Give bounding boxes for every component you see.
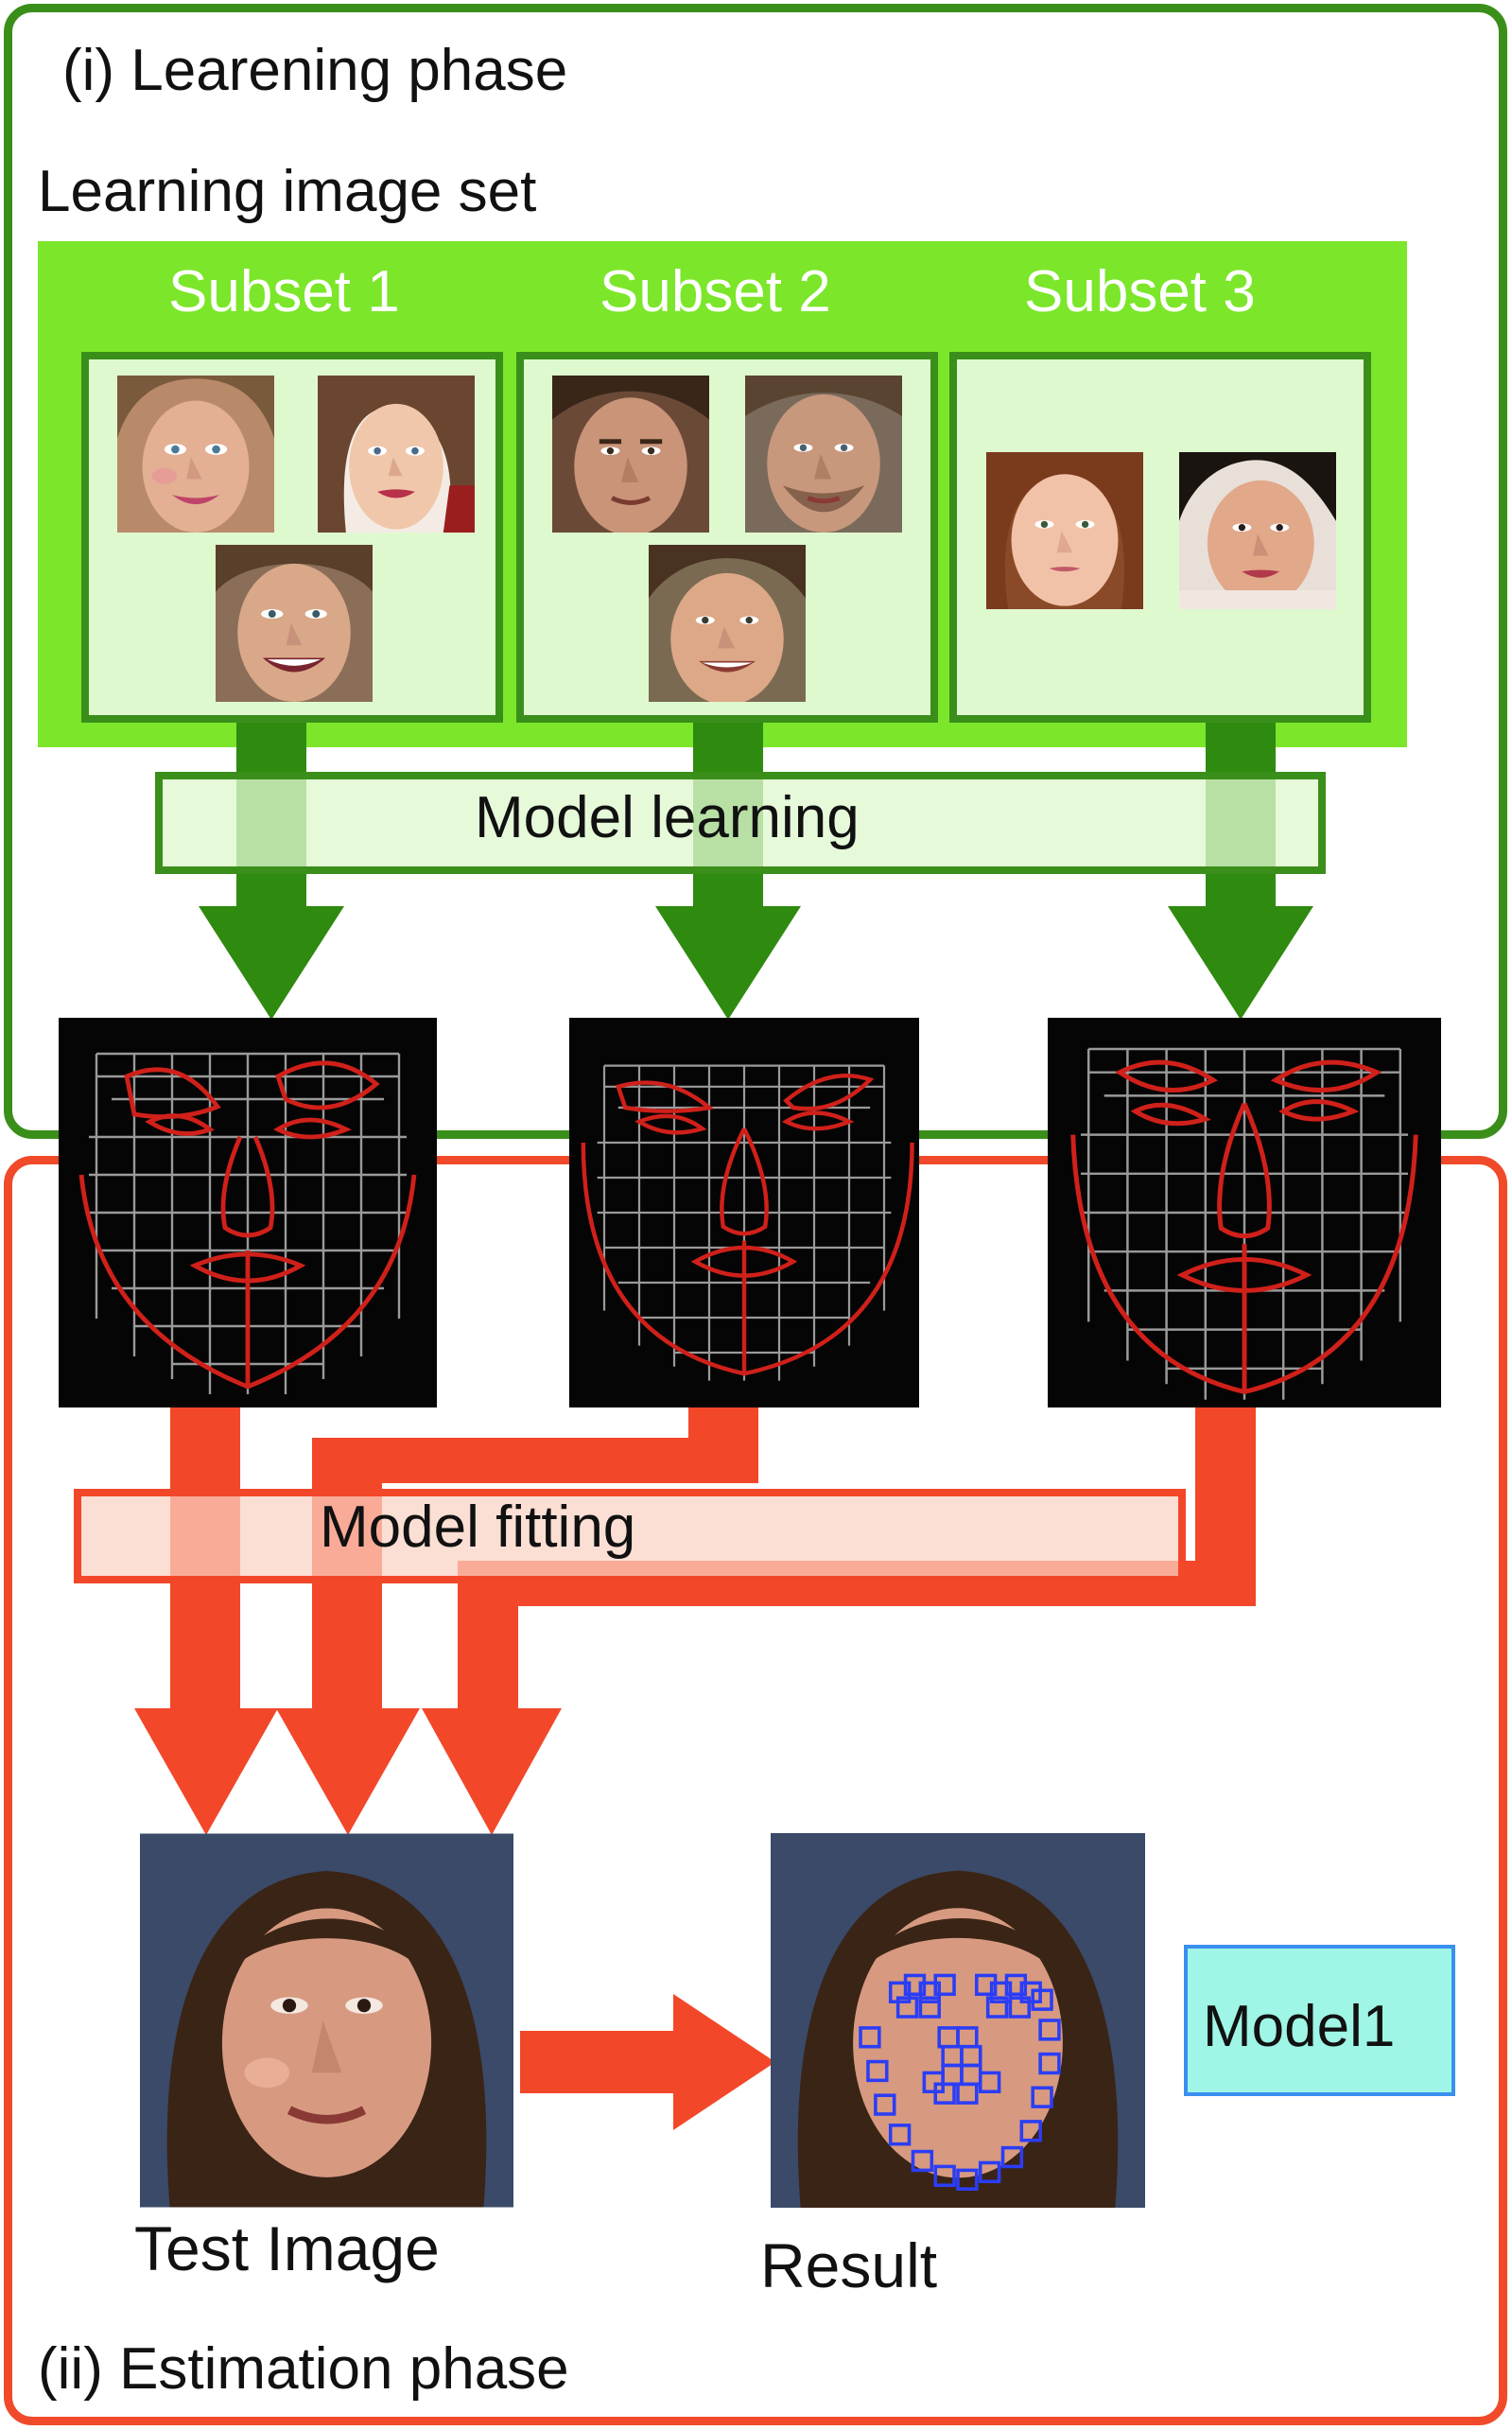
learned-model-1 (59, 1018, 437, 1407)
subset-3-face-1 (986, 452, 1143, 609)
learning-image-set-label: Learning image set (38, 159, 537, 224)
subset-2-face-2 (745, 376, 902, 533)
subset-1-face-2 (318, 376, 475, 533)
subset-2-face-3 (649, 545, 806, 702)
learning-arrow-2-head (655, 906, 801, 1020)
learning-arrow-1-head (199, 906, 344, 1020)
model-fitting-bar (74, 1489, 1186, 1583)
fitting-arrow-3-head (422, 1708, 562, 1835)
learned-model-2 (569, 1018, 919, 1407)
subset-1-face-1 (117, 376, 274, 533)
subset-2-face-1 (552, 376, 709, 533)
fitting-arrow-1-head (134, 1708, 278, 1835)
estimation-phase-title: (ii) Estimation phase (38, 2336, 569, 2402)
fitting-arrow-2-head (276, 1708, 420, 1835)
subset-3-label: Subset 3 (1024, 259, 1256, 324)
learned-model-3 (1048, 1018, 1441, 1407)
test-image (140, 1833, 513, 2208)
test-to-result-arrow-shaft (520, 2031, 679, 2093)
result-label: Result (760, 2230, 938, 2300)
test-to-result-arrow-head (673, 1994, 775, 2130)
subset-2-label: Subset 2 (600, 259, 831, 324)
test-image-label: Test Image (134, 2213, 440, 2283)
result-image (770, 1833, 1146, 2208)
model1-label: Model1 (1203, 1994, 1396, 2059)
model-learning-bar (155, 772, 1326, 874)
model-learning-label: Model learning (475, 785, 860, 850)
fitting-marks (859, 1973, 1061, 2191)
subset-3-face-2 (1179, 452, 1336, 609)
fitting-arrow-3-shaft (458, 1561, 518, 1718)
model-fitting-label: Model fitting (320, 1495, 636, 1560)
subset-1-face-3 (216, 545, 373, 702)
learning-phase-title: (i) Learening phase (62, 38, 568, 103)
subset-1-label: Subset 1 (168, 259, 400, 324)
learning-arrow-3-head (1168, 906, 1313, 1020)
model1-box (1184, 1945, 1455, 2096)
